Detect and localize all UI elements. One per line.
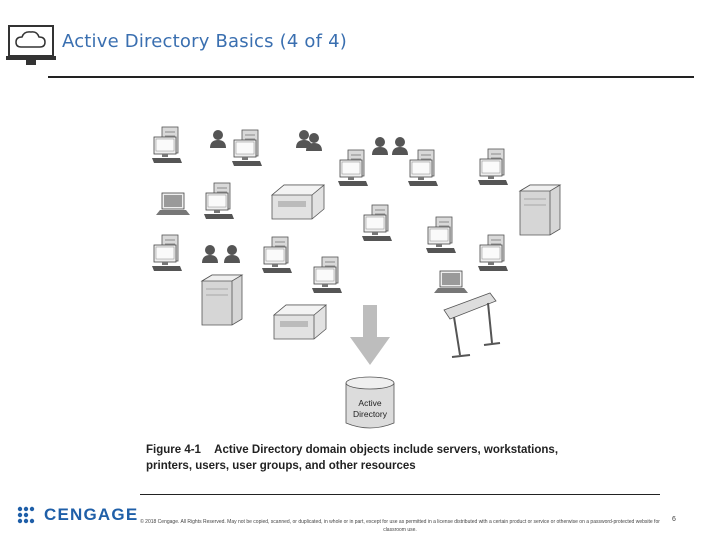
workstation-icon	[361, 204, 393, 242]
workstation-icon	[261, 236, 293, 274]
laptop-icon	[433, 270, 469, 294]
workstation-icon	[337, 149, 369, 187]
workstation-icon	[477, 148, 509, 186]
db-label-line1: Active	[358, 398, 381, 408]
user-group-icon	[372, 137, 388, 155]
figure-number: Figure 4-1	[146, 444, 201, 456]
workstation-icon	[425, 216, 457, 254]
cengage-mark-icon	[17, 506, 35, 524]
footer-rule	[140, 494, 660, 495]
plotter-icon	[443, 292, 501, 358]
cloud-monitor-icon	[6, 22, 56, 70]
down-arrow-icon	[350, 305, 390, 365]
workstation-icon	[151, 234, 183, 272]
workstation-icon	[407, 149, 439, 187]
db-label-line2: Directory	[353, 409, 388, 419]
active-directory-figure: Active Directory	[140, 105, 600, 435]
brand-name: CENGAGE	[44, 505, 139, 524]
workstation-icon	[311, 256, 343, 294]
figure-caption: Figure 4-1 Active Directory domain objec…	[146, 442, 586, 474]
printer-icon	[271, 184, 325, 220]
title-rule	[48, 76, 694, 78]
workstation-icon	[203, 182, 235, 220]
user-group-icon	[202, 245, 218, 263]
workstation-icon	[231, 129, 263, 167]
figure-caption-text: Active Directory domain objects include …	[146, 444, 559, 472]
cengage-logo: CENGAGE	[14, 503, 138, 527]
workstation-icon	[477, 234, 509, 272]
workstation-icon	[151, 126, 183, 164]
laptop-icon	[155, 192, 191, 216]
printer-icon	[273, 304, 327, 340]
slide-title: Active Directory Basics (4 of 4)	[62, 31, 347, 52]
user-icon	[210, 130, 226, 148]
page-number: 6	[672, 516, 676, 523]
server-icon	[201, 274, 243, 326]
copyright-notice: © 2018 Cengage. All Rights Reserved. May…	[140, 519, 660, 533]
user-group-icon	[224, 245, 240, 263]
user-group-icon	[392, 137, 408, 155]
server-icon	[519, 184, 561, 236]
active-directory-database-icon	[345, 376, 395, 429]
